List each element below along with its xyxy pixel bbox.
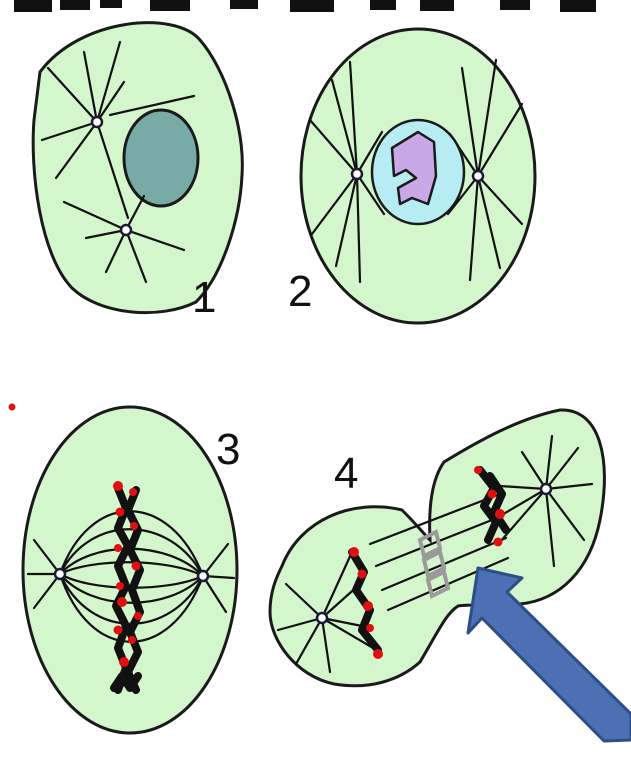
cell-stage-1	[33, 23, 242, 313]
centrosome	[352, 169, 362, 179]
centrosome	[473, 171, 483, 181]
centrosome	[317, 613, 327, 623]
centrosome	[55, 569, 65, 579]
stage-number-2: 2	[288, 267, 312, 316]
chromatin	[392, 132, 436, 204]
cropped-heading	[14, 0, 596, 12]
stage-number-3: 3	[216, 425, 240, 474]
stage-number-4: 4	[334, 449, 358, 498]
centrosome	[121, 225, 131, 235]
cell-stage-2	[301, 29, 535, 323]
cell-stage-3	[23, 407, 237, 733]
nucleus	[124, 110, 198, 206]
centrosome	[92, 117, 102, 127]
centrosome	[198, 571, 208, 581]
stage-number-1: 1	[192, 273, 216, 322]
stray-dot	[9, 404, 16, 411]
centrosome	[541, 484, 551, 494]
